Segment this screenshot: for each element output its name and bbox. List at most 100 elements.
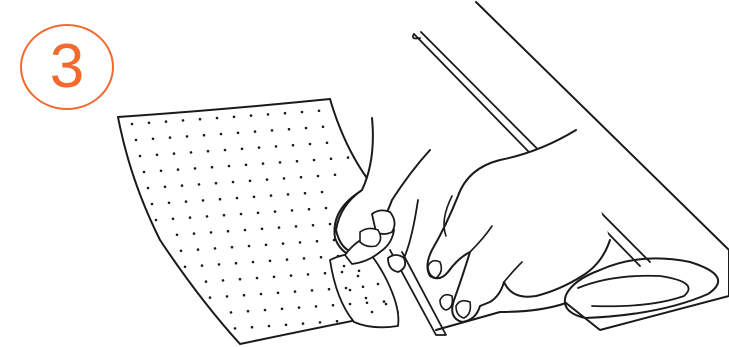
perforation-dot	[296, 160, 299, 163]
perforation-dot	[347, 156, 350, 159]
perforation-dot	[337, 255, 340, 258]
perforation-dot	[333, 239, 336, 242]
perforation-dot	[201, 264, 204, 267]
perforation-dot	[194, 167, 197, 170]
perforation-dot	[264, 309, 267, 312]
perforation-dot	[318, 110, 321, 113]
perforation-dot	[241, 148, 244, 151]
perforation-dot	[274, 210, 277, 213]
perforation-dot	[266, 178, 269, 181]
perforation-dot	[209, 296, 212, 299]
perforation-dot	[258, 146, 261, 149]
perforation-dot	[205, 280, 208, 283]
perforation-dot	[290, 274, 293, 277]
perforation-dot	[385, 303, 388, 306]
perforation-dot	[321, 191, 324, 194]
perforation-dot	[184, 266, 187, 269]
perforation-dot	[239, 278, 242, 281]
perforation-dot	[311, 289, 314, 292]
perforation-dot	[218, 263, 221, 266]
perforation-dot	[265, 244, 268, 247]
perforation-dot	[365, 297, 368, 300]
perforation-dot	[291, 209, 294, 212]
perforation-dot	[279, 161, 282, 164]
perforation-dot	[334, 174, 337, 177]
perforation-dot	[197, 248, 200, 251]
perforation-dot	[254, 130, 257, 133]
perforation-dot	[222, 279, 225, 282]
perforation-dot	[292, 144, 295, 147]
perforation-dot	[152, 138, 155, 141]
perforation-dot	[343, 265, 346, 268]
perforation-dot	[151, 203, 154, 206]
perforation-dot	[245, 164, 248, 167]
perforation-dot	[164, 186, 167, 189]
perforation-dot	[168, 202, 171, 205]
perforation-dot	[262, 162, 265, 165]
perforation-dot	[301, 111, 304, 114]
perforation-dot	[303, 257, 306, 260]
perforation-dot	[283, 177, 286, 180]
perforation-dot	[206, 215, 209, 218]
perforation-dot	[143, 171, 146, 174]
perforation-dot	[182, 119, 185, 122]
perforation-dot	[180, 250, 183, 253]
perforation-dot	[216, 117, 219, 120]
perforation-dot	[173, 152, 176, 155]
perforation-dot	[223, 214, 226, 217]
perforation-dot	[228, 165, 231, 168]
right-hand	[427, 130, 610, 322]
perforation-dot	[366, 302, 369, 305]
perforation-dot	[332, 304, 335, 307]
perforation-dot	[362, 286, 365, 289]
perforation-dot	[294, 290, 297, 293]
perforation-dot	[261, 228, 264, 231]
perforation-dot	[316, 240, 319, 243]
perforation-dot	[202, 199, 205, 202]
perforation-dot	[313, 159, 316, 162]
perforation-dot	[190, 151, 193, 154]
perforation-dot	[181, 184, 184, 187]
perforation-dot	[250, 114, 253, 117]
perforation-dot	[155, 219, 158, 222]
perforation-dot	[345, 287, 348, 290]
perforation-dot	[244, 229, 247, 232]
perforation-dot	[300, 176, 303, 179]
perforation-dot	[135, 139, 138, 142]
perforation-dot	[377, 283, 380, 286]
perforation-dot	[257, 212, 260, 215]
perforation-dot	[315, 305, 318, 308]
perforation-dot	[210, 231, 213, 234]
perforation-dot	[275, 145, 278, 148]
perforation-dot	[248, 245, 251, 248]
perforation-dot	[243, 294, 246, 297]
perforation-dot	[252, 261, 255, 264]
perforation-dot	[305, 127, 308, 130]
perforation-dot	[156, 154, 159, 157]
perforation-dot	[147, 187, 150, 190]
perforation-dot	[165, 120, 168, 123]
perforation-dot	[349, 303, 352, 306]
perforation-dot	[281, 308, 284, 311]
perforation-dot	[286, 258, 289, 261]
perforation-dot	[320, 256, 323, 259]
step-number: 3	[8, 22, 126, 112]
perforation-dot	[284, 112, 287, 115]
perforation-dot	[307, 273, 310, 276]
perforation-dot	[247, 310, 250, 313]
perforation-dot	[322, 126, 325, 129]
perforation-dot	[232, 181, 235, 184]
perforation-dot	[270, 194, 273, 197]
perforation-dot	[282, 242, 285, 245]
perforation-dot	[302, 322, 305, 325]
perforation-dot	[253, 196, 256, 199]
perforation-dot	[260, 293, 263, 296]
perforation-dot	[230, 311, 233, 314]
perforation-dot	[383, 300, 386, 303]
perforation-dot	[240, 213, 243, 216]
perforation-dot	[277, 292, 280, 295]
perforation-dot	[269, 260, 272, 263]
perforation-dot	[312, 224, 315, 227]
perforation-dot	[285, 324, 288, 327]
